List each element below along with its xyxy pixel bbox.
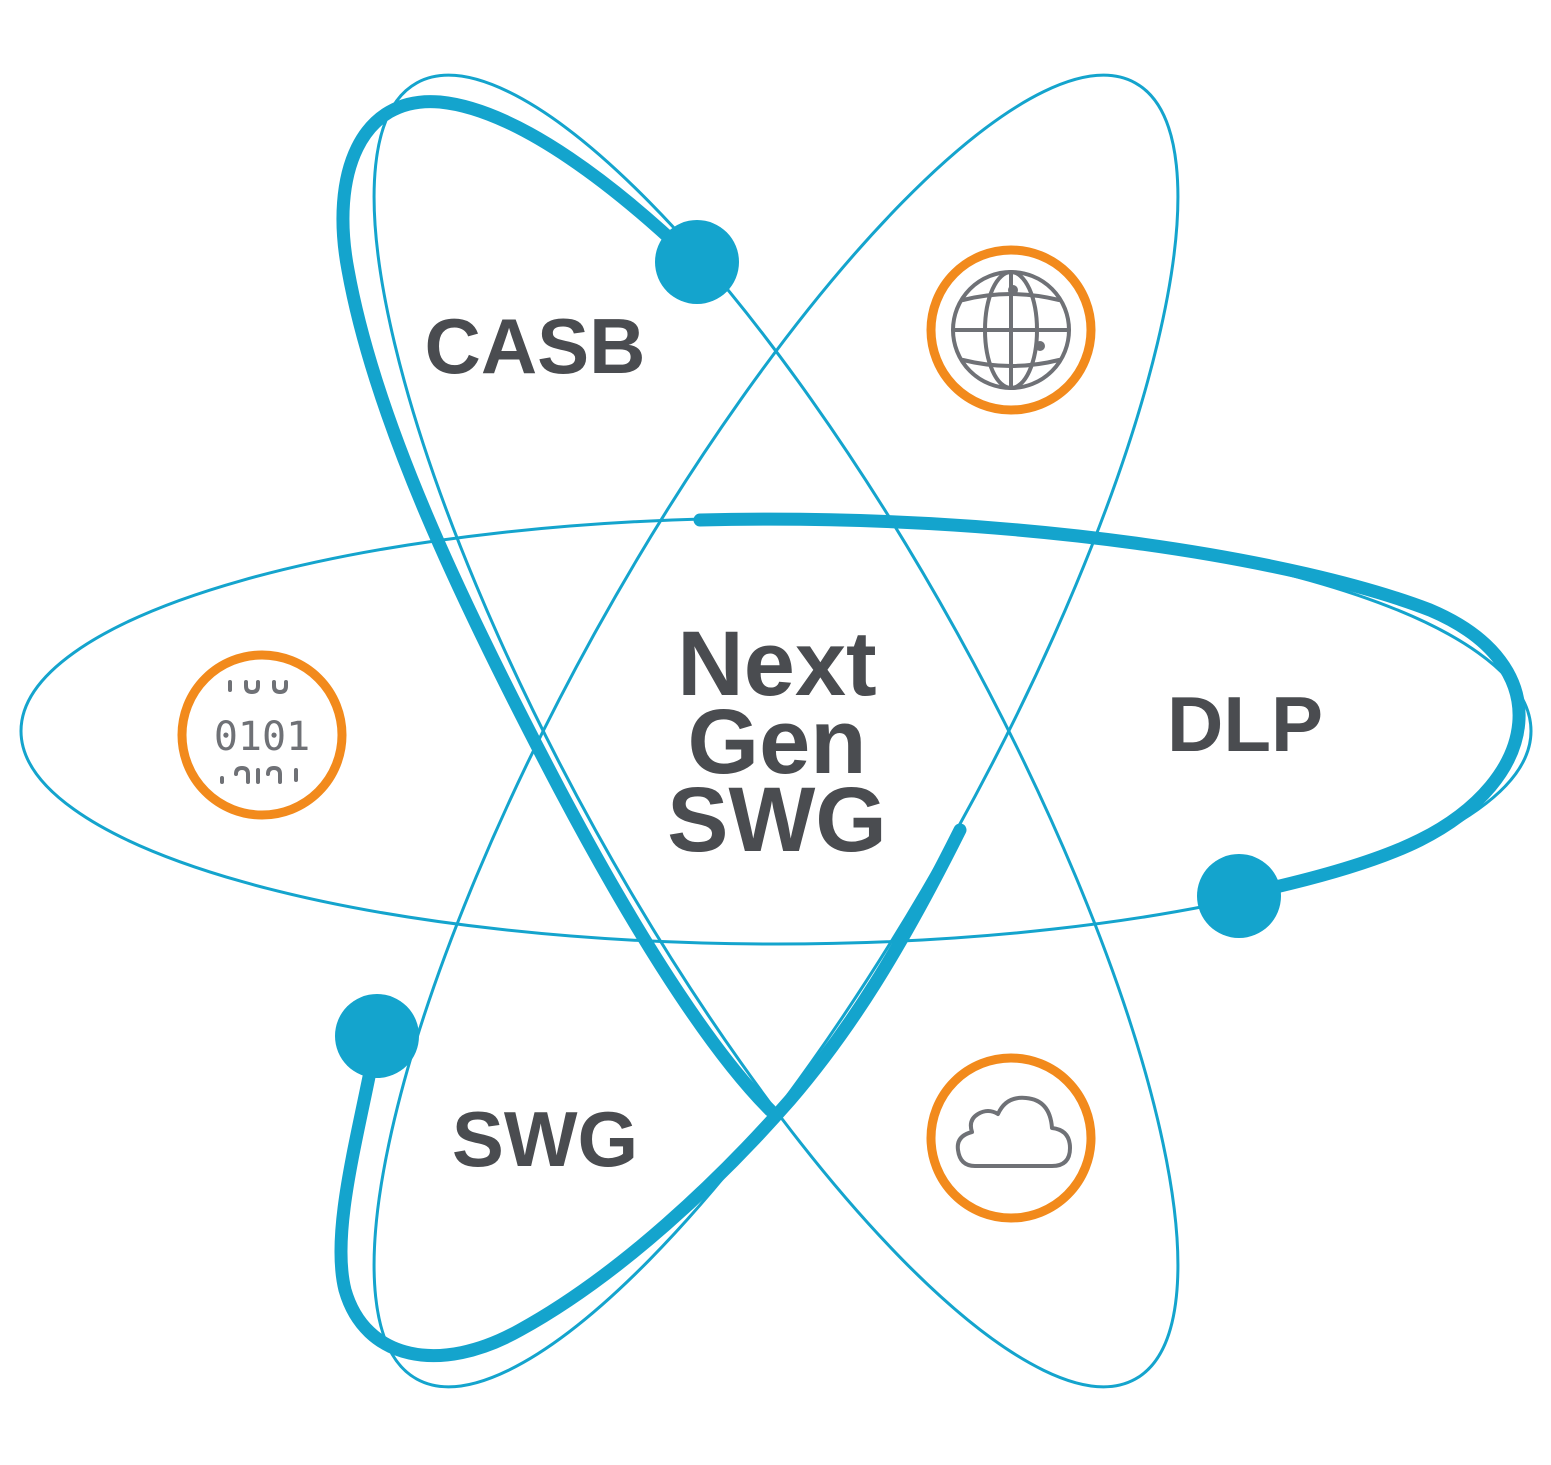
orbit-trail-diagonal-right [334,823,967,1363]
label-casb: CASB [424,302,645,390]
label-swg: SWG [452,1095,638,1183]
orbit-trails [334,95,1526,1363]
binary-data-icon-ring [177,650,347,820]
cloud-icon-ring [926,1053,1096,1223]
electron-bottom-left [335,994,419,1078]
electrons [335,220,1281,1078]
label-dlp: DLP [1167,680,1323,768]
center-label: Next Gen SWG [667,613,887,871]
electron-right [1197,854,1281,938]
orbit-trail-horizontal [693,512,1526,902]
globe-icon [926,245,1096,415]
electron-top [655,220,739,304]
orbit-diagonal-right [372,73,1180,1389]
center-label-line-3: SWG [667,769,887,871]
orbit-trail-diagonal-left [336,95,777,1117]
center-label-line-1: Next [677,613,876,715]
center-label-line-2: Gen [688,691,867,793]
binary-data-text: 0101 [214,714,310,760]
binary-data-icon: 0101 [177,650,347,820]
cloud-icon [926,1053,1096,1223]
